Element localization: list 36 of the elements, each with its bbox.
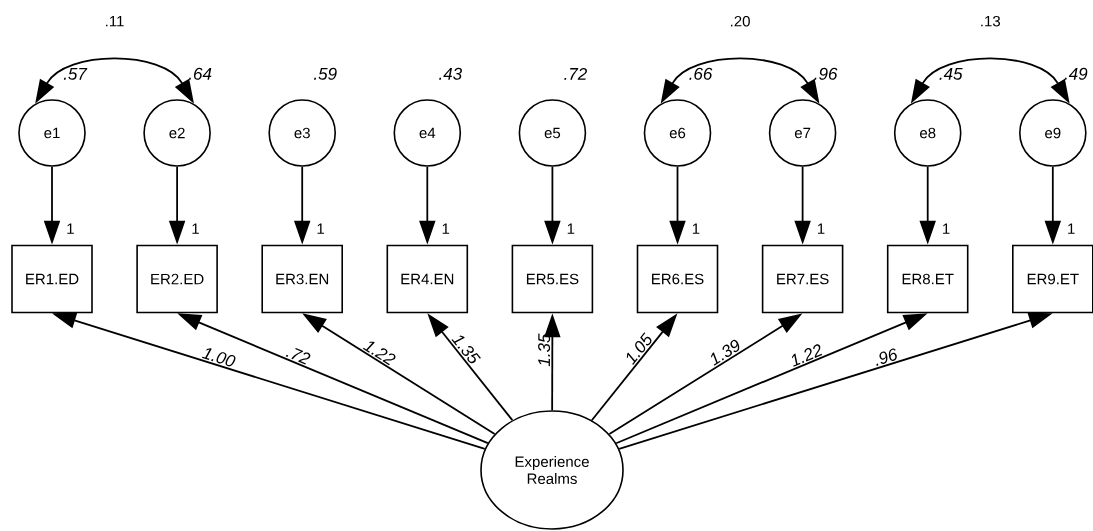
edge-label: 1.22 [362,341,396,366]
observed-box: ER7.ES [761,244,844,314]
edge-label: 1 [1068,223,1075,234]
edge-label: 1 [567,223,575,234]
edge-label: .72 [285,347,311,365]
edge-label: 1 [442,223,450,234]
observed-box: ER5.ES [511,244,594,314]
observed-box: ER1.ED [11,244,93,314]
variance-label: .45 [939,67,963,80]
edge-label: 1 [317,223,324,234]
edge-label: 1.22 [791,344,823,367]
variance-label: .96 [814,67,838,80]
edge-label: 1 [692,223,700,234]
variance-label: .57 [63,67,88,80]
observed-box: ER9.ET [1012,244,1093,314]
variance-label: .72 [564,67,587,80]
edge-label: .13 [981,15,1001,27]
variance-label: .66 [689,67,713,80]
edge-label: 1.39 [711,339,740,366]
variance-label: .49 [1064,67,1088,80]
observed-box: ER8.ET [886,244,969,314]
edge-label: .11 [106,16,124,27]
edge-label: 1 [817,223,825,234]
observed-box: ER2.ED [136,244,218,314]
variance-label: .43 [439,67,462,80]
observed-box: ER4.EN [386,244,469,314]
observed-box: ER3.EN [261,244,343,314]
edge-label: 1.00 [201,348,236,367]
variance-label: .59 [314,67,337,80]
variance-label: .64 [188,67,212,80]
edge-label: .20 [731,15,750,27]
edge-label: .96 [876,348,897,366]
edge-label: 1 [67,223,74,234]
observed-box: ER6.ES [636,244,719,314]
edge-label: 1 [192,223,199,234]
edge-label: 1 [943,223,950,234]
